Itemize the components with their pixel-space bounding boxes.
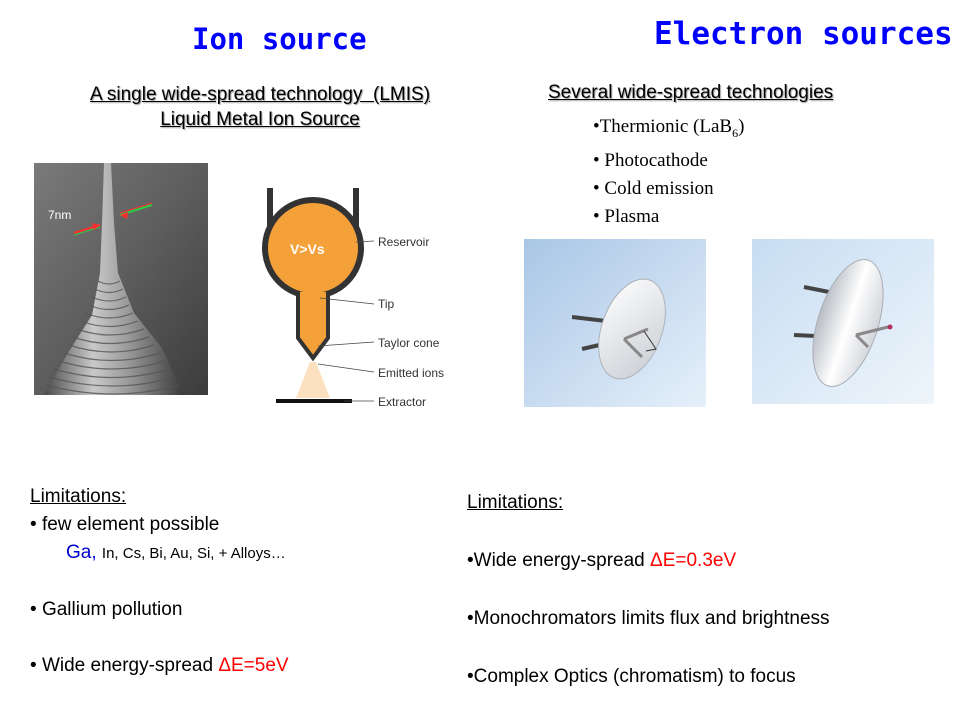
tech-cold-emission: • Cold emission (593, 177, 714, 199)
ion-limitations-heading: Limitations: (30, 486, 127, 507)
spacer-3 (467, 517, 947, 546)
electron-source-photo-1 (524, 239, 706, 407)
ion-limitation-energy: • Wide energy-spread ΔE=5eV (30, 655, 289, 676)
tech-thermionic-label: Thermionic (LaB (599, 116, 733, 137)
electron-tech-list: •Thermionic (LaB6) • Photocathode • Cold… (593, 113, 853, 231)
diagram-label-emitted-ions: Emitted ions (378, 366, 444, 380)
ion-limitation-few-elements-label: few element possible (41, 514, 220, 535)
electron-limitation-monochromators: •Monochromators limits flux and brightne… (467, 608, 830, 629)
ion-limitation-energy-value: ΔE=5eV (218, 655, 289, 676)
ion-limitation-energy-label: Wide energy-spread (41, 655, 219, 676)
diagram-label-tip: Tip (378, 297, 395, 311)
sem-tip-svg: 7nm (34, 163, 208, 395)
spacer-1 (30, 568, 410, 596)
sem-tip-image: 7nm (34, 163, 208, 395)
ion-limitation-gallium-label: Gallium pollution (41, 599, 183, 620)
spacer-5 (467, 633, 947, 662)
electron-sources-title: Electron sources (654, 16, 953, 52)
electron-source-photo-2 (752, 239, 934, 404)
ion-subtitle-line1: A single wide-spread technology (LMIS) (89, 84, 431, 105)
electron-limitation-energy-value: ΔE=0.3eV (650, 550, 737, 571)
electron-limitation-energy: •Wide energy-spread ΔE=0.3eV (467, 546, 947, 575)
ion-source-title: Ion source (192, 22, 367, 56)
lmis-diagram-svg: V>Vs Reservoir Tip Taylor cone Emitted i… (262, 188, 444, 409)
reservoir-voltage-label: V>Vs (290, 241, 325, 257)
electron-source-photo-1-svg (524, 239, 706, 407)
electron-subtitle: Several wide-spread technologies (548, 82, 834, 103)
tech-thermionic-close: ) (738, 116, 745, 137)
electron-limitation-energy-label: •Wide energy-spread (467, 550, 651, 571)
electron-limitations: Limitations: •Wide energy-spread ΔE=0.3e… (467, 488, 947, 691)
tech-photocathode: • Photocathode (593, 149, 708, 171)
ion-limitation-few-elements: • few element possible (30, 514, 220, 535)
spacer-2 (30, 624, 410, 652)
tech-thermionic-subscript: 6 (732, 125, 739, 140)
diagram-label-reservoir: Reservoir (378, 235, 429, 249)
sem-scale-label: 7nm (48, 208, 71, 222)
ion-subtitle-line2: Liquid Metal Ion Source (160, 109, 360, 130)
ion-subtitle: A single wide-spread technology (LMIS) L… (40, 82, 480, 132)
electron-limitations-heading: Limitations: (467, 492, 564, 513)
element-rest: In, Cs, Bi, Au, Si, + Alloys… (101, 545, 286, 562)
ion-limitation-elements: Ga, In, Cs, Bi, Au, Si, + Alloys… (30, 539, 410, 568)
spacer-4 (467, 575, 947, 604)
electron-limitation-optics: •Complex Optics (chromatism) to focus (467, 666, 796, 687)
lmis-diagram: V>Vs Reservoir Tip Taylor cone Emitted i… (248, 180, 478, 410)
tech-plasma-label: Plasma (604, 205, 660, 227)
tech-plasma: • Plasma (593, 205, 660, 227)
diagram-label-extractor: Extractor (378, 395, 426, 409)
tech-photocathode-label: Photocathode (604, 149, 708, 171)
ion-limitations: Limitations: • few element possible Ga, … (30, 483, 410, 680)
tech-thermionic: •Thermionic (LaB6) (593, 116, 745, 140)
diagram-label-taylor-cone: Taylor cone (378, 336, 440, 350)
tech-cold-emission-label: Cold emission (604, 177, 714, 199)
electron-source-photo-2-svg (752, 239, 934, 404)
element-ga: Ga, (66, 542, 97, 563)
ion-limitation-gallium: • Gallium pollution (30, 599, 183, 620)
